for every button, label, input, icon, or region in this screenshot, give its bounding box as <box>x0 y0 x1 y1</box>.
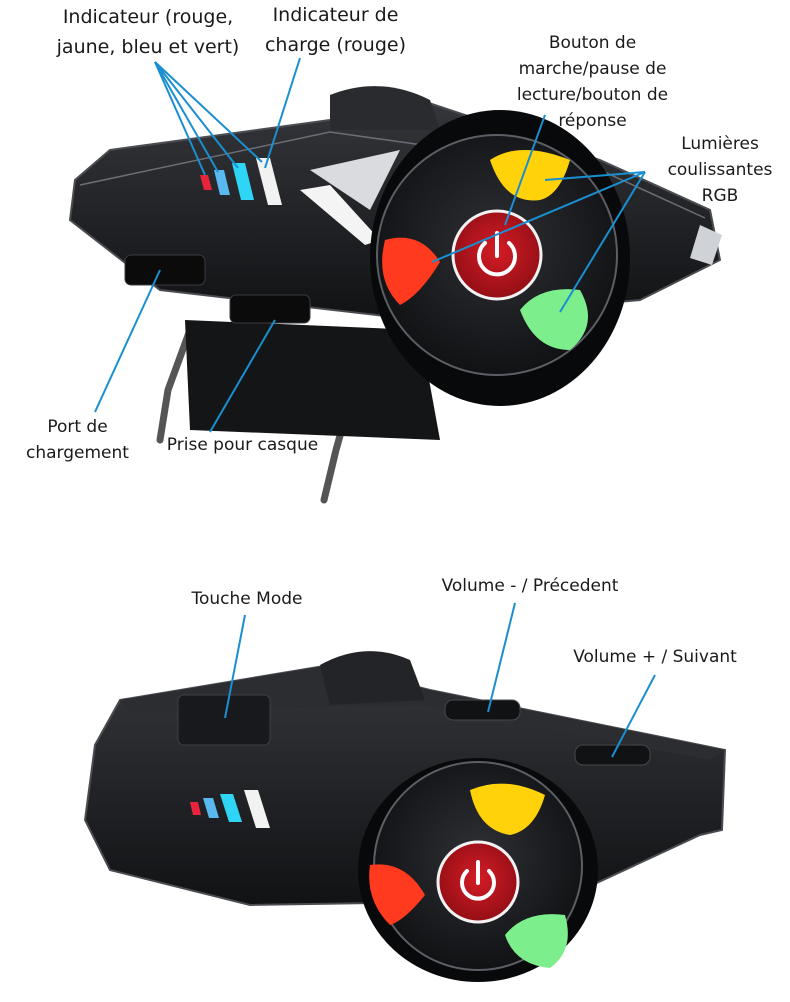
leader-charging-port <box>94 269 161 413</box>
leader-indicator-3 <box>154 61 239 169</box>
chevron-highlight-2 <box>300 185 380 245</box>
led-red <box>200 175 212 190</box>
top-bump <box>330 86 440 130</box>
side-device <box>83 651 727 982</box>
label-play-button: Bouton de marche/pause de lecture/bouton… <box>516 33 669 131</box>
leader-headset-jack <box>209 319 276 433</box>
volume-down-shape <box>444 699 521 721</box>
top-light-yellow <box>490 150 570 201</box>
leader-indicator-1 <box>154 61 206 176</box>
side-led-cyan <box>220 794 242 822</box>
clip-pin-left <box>156 326 194 444</box>
side-hump <box>320 651 425 705</box>
end-cap <box>690 225 722 265</box>
led-white <box>256 158 282 205</box>
label-mode-key: Touche Mode <box>191 589 303 609</box>
leader-rgb-2 <box>431 171 646 263</box>
led-blue <box>214 170 230 195</box>
side-led-red <box>190 802 201 815</box>
leader-play-button <box>504 114 546 226</box>
leader-lines <box>94 57 656 758</box>
leader-rgb-1 <box>544 171 646 181</box>
leader-volume-up <box>611 674 656 758</box>
side-light-red <box>369 864 425 925</box>
top-light-red <box>382 237 440 305</box>
mount-plate <box>185 320 440 440</box>
headset-jack-shape <box>229 294 311 324</box>
mode-key-shape <box>177 694 271 746</box>
side-led-blue <box>203 798 219 818</box>
led-cyan <box>232 163 254 200</box>
leader-rgb-3 <box>559 171 646 313</box>
top-device <box>68 86 722 504</box>
top-light-green <box>520 289 588 350</box>
side-power-icon <box>460 869 496 901</box>
chevron-highlight-1 <box>310 150 400 210</box>
label-volume-up: Volume + / Suivant <box>573 647 737 667</box>
leader-charge <box>264 57 301 169</box>
side-light-yellow <box>470 783 545 835</box>
top-power-icon <box>477 241 517 277</box>
leader-indicator-2 <box>154 61 219 173</box>
side-led-white <box>244 790 270 828</box>
label-rgb-lights: Lumières coulissantes RGB <box>667 134 773 206</box>
side-light-green <box>505 914 568 968</box>
label-indicator-leds: Indicateur (rouge, jaune, bleu et vert) <box>56 6 240 58</box>
label-charging-port: Port de chargement <box>26 417 129 463</box>
side-top-face <box>120 665 725 760</box>
label-headset-jack: Prise pour casque <box>166 435 319 455</box>
label-charge-indicator: Indicateur de charge (rouge) <box>264 4 407 56</box>
charging-port-shape <box>124 254 206 286</box>
leader-volume-down <box>487 602 516 713</box>
leader-indicator-4 <box>154 61 263 163</box>
leader-mode-key <box>224 614 246 719</box>
label-volume-down: Volume - / Précedent <box>441 576 619 596</box>
